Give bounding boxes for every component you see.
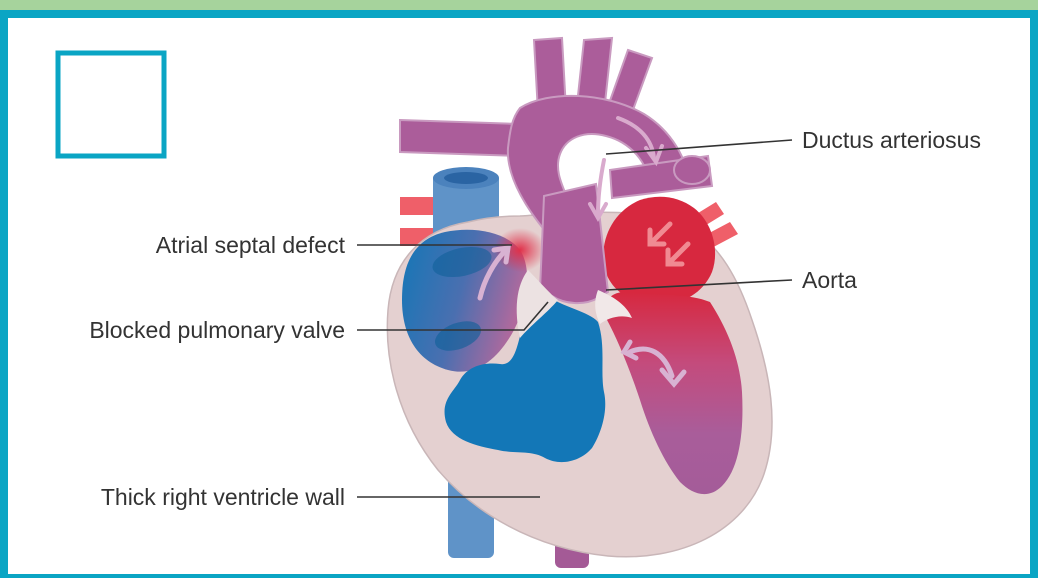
label-blocked-pulmonary-valve: Blocked pulmonary valve (89, 317, 345, 343)
label-atrial-septal-defect: Atrial septal defect (156, 232, 346, 258)
label-ductus-arteriosus: Ductus arteriosus (802, 127, 981, 153)
label-thick-right-ventricle-wall: Thick right ventricle wall (101, 484, 345, 510)
label-aorta: Aorta (802, 267, 857, 293)
